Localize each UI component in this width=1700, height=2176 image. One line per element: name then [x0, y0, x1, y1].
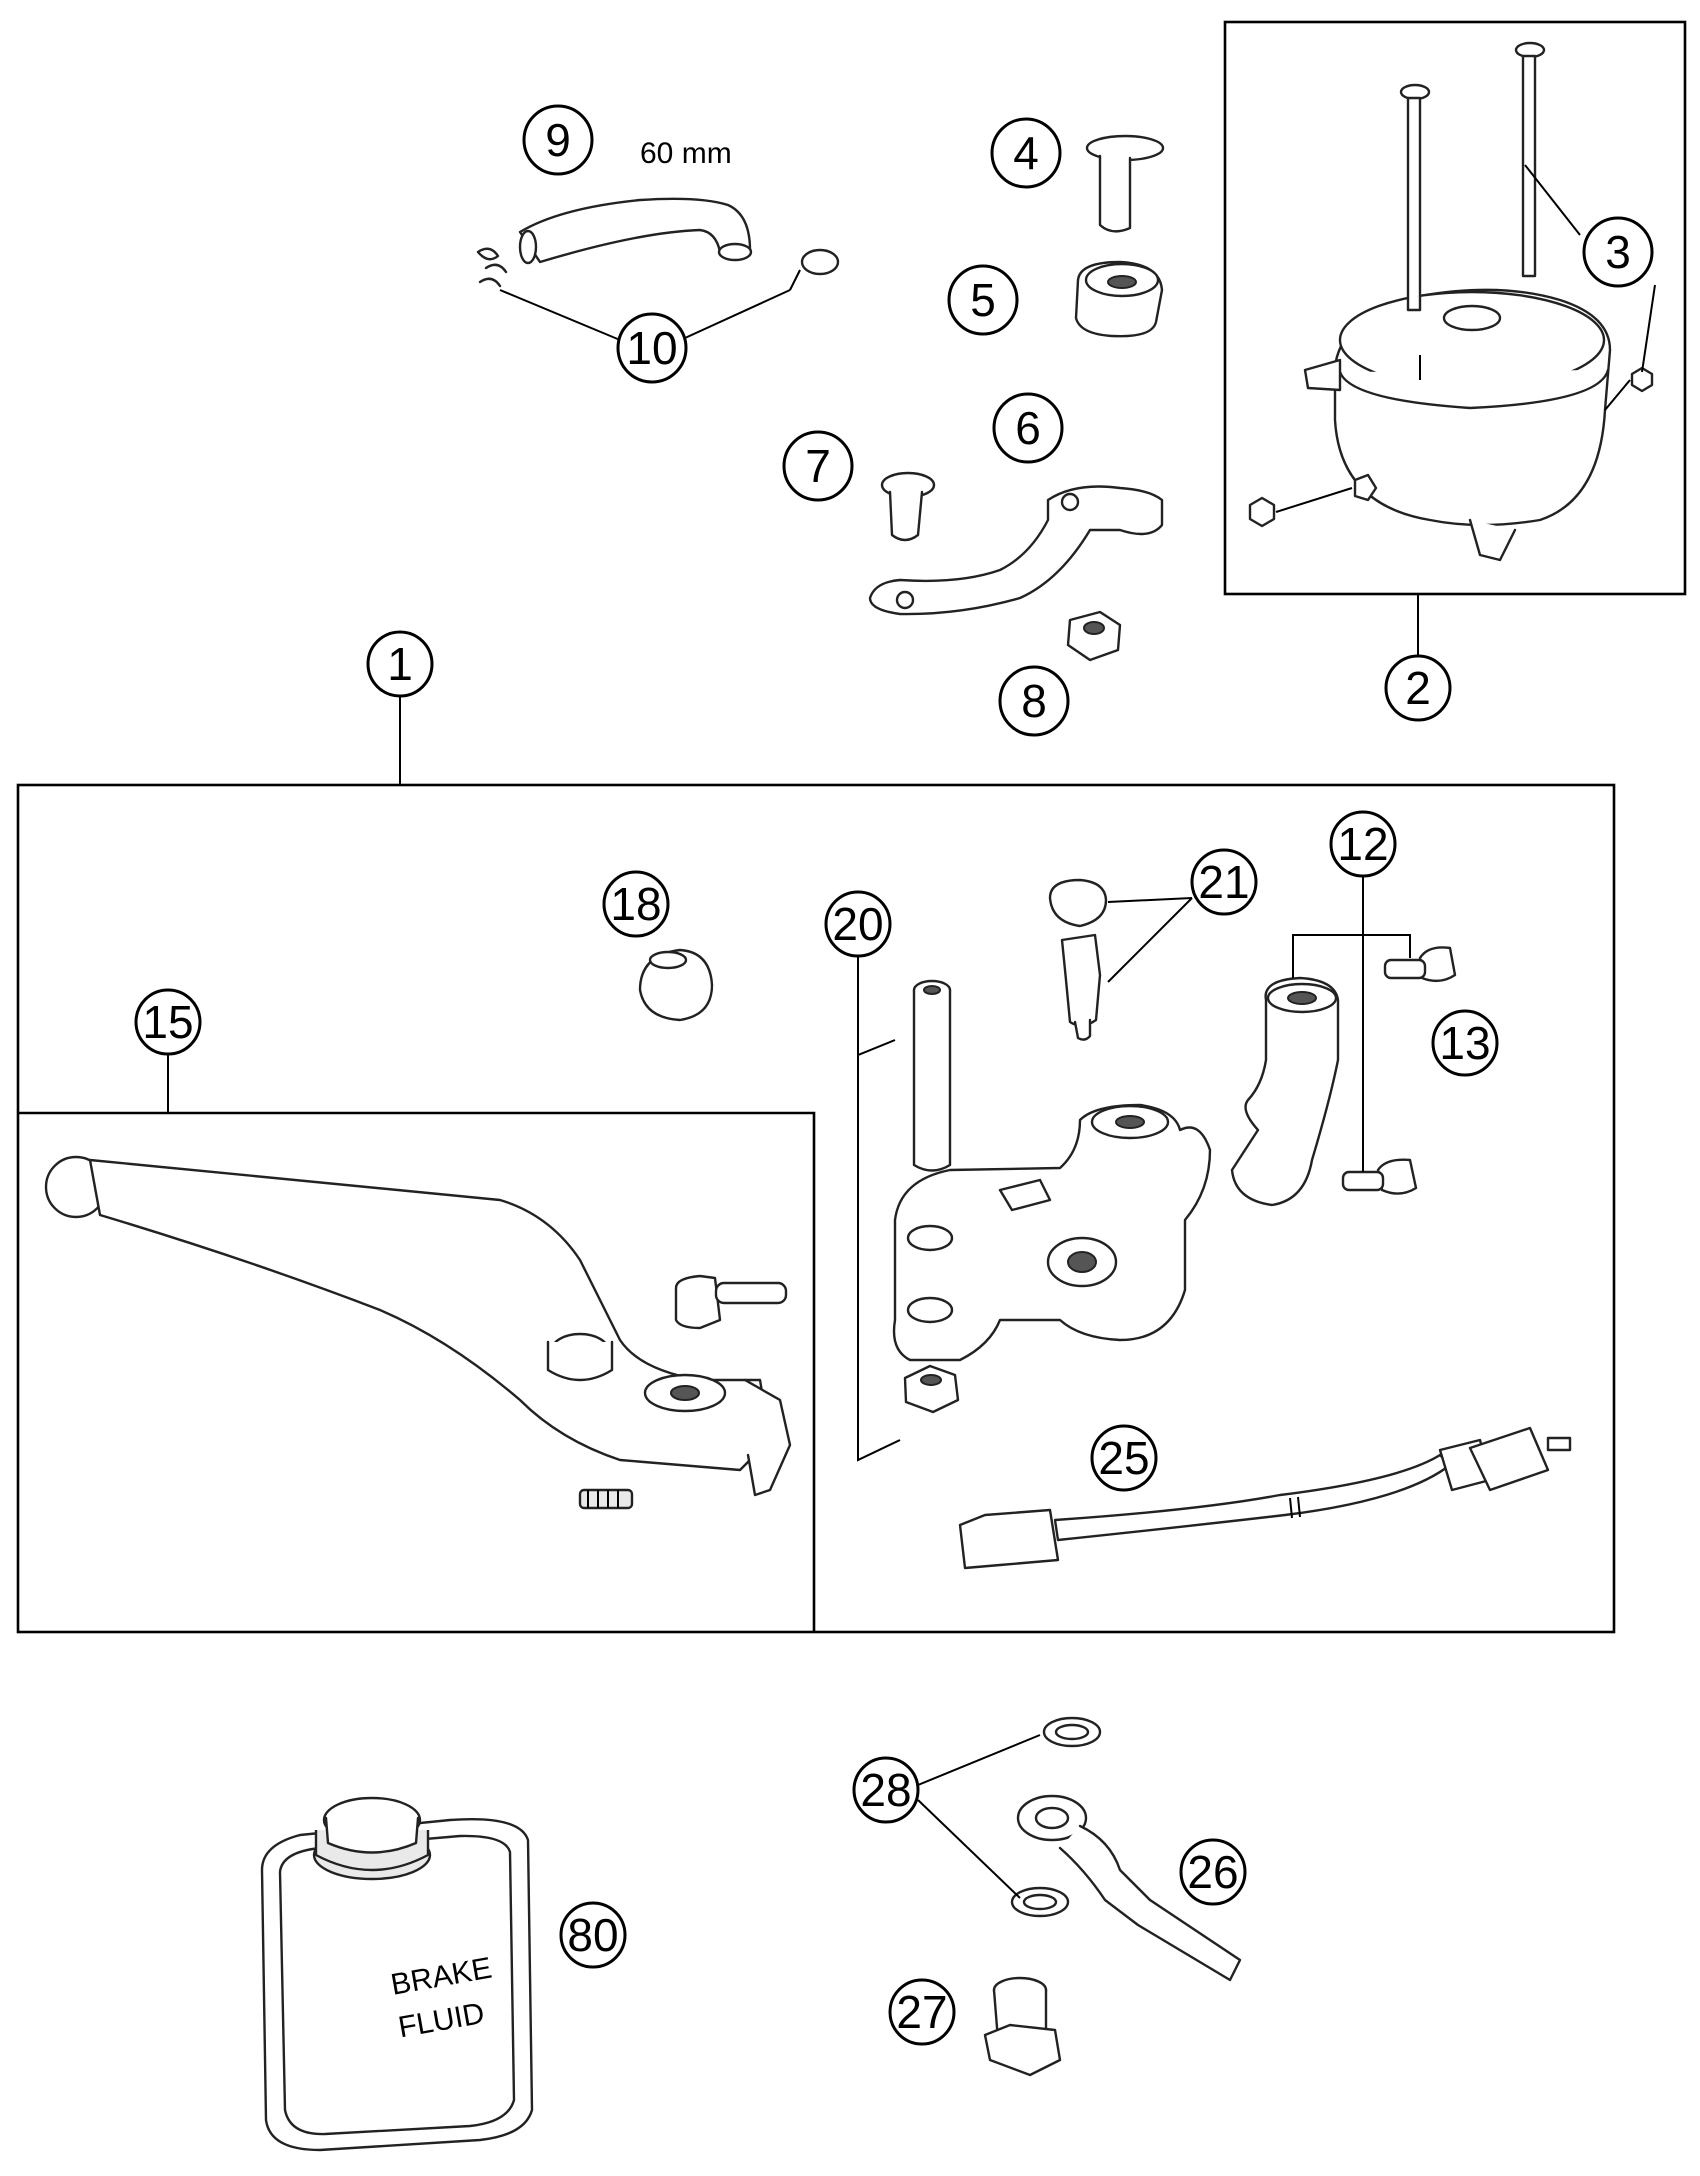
svg-text:18: 18 [610, 878, 661, 930]
svg-text:1: 1 [387, 638, 413, 690]
clamp-bolt-part [1341, 946, 1457, 1195]
svg-text:20: 20 [832, 898, 883, 950]
reservoir-cap-part [1085, 134, 1165, 233]
callout-4: 4 [990, 117, 1062, 189]
callout-2: 2 [1384, 654, 1452, 722]
callout-5: 5 [947, 264, 1019, 336]
hose-part [518, 197, 753, 265]
svg-text:10: 10 [626, 322, 677, 374]
callout-12: 12 [1329, 810, 1397, 878]
bracket-screw-part [880, 471, 936, 542]
callout-27: 27 [888, 1978, 956, 2046]
callout-10: 10 [616, 312, 688, 384]
brake-fluid-can-part [260, 1796, 534, 2152]
svg-text:8: 8 [1021, 675, 1047, 727]
svg-text:26: 26 [1187, 1846, 1238, 1898]
reservoir-group-box [1223, 20, 1687, 596]
svg-text:4: 4 [1013, 127, 1039, 179]
svg-text:3: 3 [1605, 226, 1631, 278]
brake-lever-part [44, 1155, 792, 1497]
master-cylinder-body-part [892, 1103, 1212, 1362]
callout-25: 25 [1090, 1424, 1158, 1492]
svg-text:15: 15 [142, 996, 193, 1048]
svg-text:25: 25 [1098, 1432, 1149, 1484]
brake-line-part [1016, 1794, 1242, 1982]
lever-pivot-bolt-part [674, 1274, 788, 1330]
callout-8: 8 [998, 665, 1070, 737]
brake-fluid-reservoir-part [1303, 288, 1612, 562]
pivot-pin-nut-part [903, 1364, 960, 1414]
callout-18: 18 [602, 870, 670, 938]
hose-clamp-part [476, 247, 840, 291]
lever-subgroup-box [18, 1111, 816, 1632]
callout-80: 80 [559, 1901, 627, 1969]
svg-text:27: 27 [896, 1986, 947, 2038]
callout-7: 7 [782, 430, 854, 502]
reservoir-screw-part [1248, 41, 1654, 528]
sealing-washer-part [1010, 1716, 1102, 1918]
lever-pivot-pin-part [912, 979, 952, 1172]
brake-light-switch-part [958, 1426, 1572, 1570]
callout-1: 1 [366, 630, 434, 698]
callout-26: 26 [1179, 1838, 1247, 1906]
svg-text:2: 2 [1405, 662, 1431, 714]
bracket-nut-part [1066, 610, 1122, 662]
svg-text:28: 28 [860, 1764, 911, 1816]
master-cylinder-group-box [16, 783, 1616, 1634]
callout-9: 9 [522, 104, 594, 176]
svg-text:9: 9 [545, 114, 571, 166]
banjo-bolt-part [983, 1976, 1062, 2077]
svg-text:80: 80 [567, 1909, 618, 1961]
callout-28: 28 [852, 1756, 920, 1824]
lever-spring-part [578, 1488, 634, 1510]
dimension-note: 60 mm [640, 137, 732, 170]
callout-21: 21 [1190, 848, 1258, 916]
svg-text:21: 21 [1198, 856, 1249, 908]
callout-20: 20 [824, 890, 892, 958]
svg-text:12: 12 [1337, 818, 1388, 870]
callout-13: 13 [1431, 1009, 1499, 1077]
svg-text:6: 6 [1015, 402, 1041, 454]
svg-text:7: 7 [805, 440, 831, 492]
svg-text:13: 13 [1439, 1017, 1490, 1069]
bleeder-valve-part [1048, 878, 1108, 1041]
callout-15: 15 [134, 988, 202, 1056]
handlebar-clamp-part [1230, 976, 1340, 1207]
svg-text:5: 5 [970, 274, 996, 326]
reservoir-bellows-part [1074, 260, 1164, 338]
master-cylinder-plug-part [638, 948, 714, 1022]
callout-3: 3 [1582, 216, 1654, 288]
callout-6: 6 [992, 392, 1064, 464]
reservoir-bracket-part [868, 485, 1164, 616]
